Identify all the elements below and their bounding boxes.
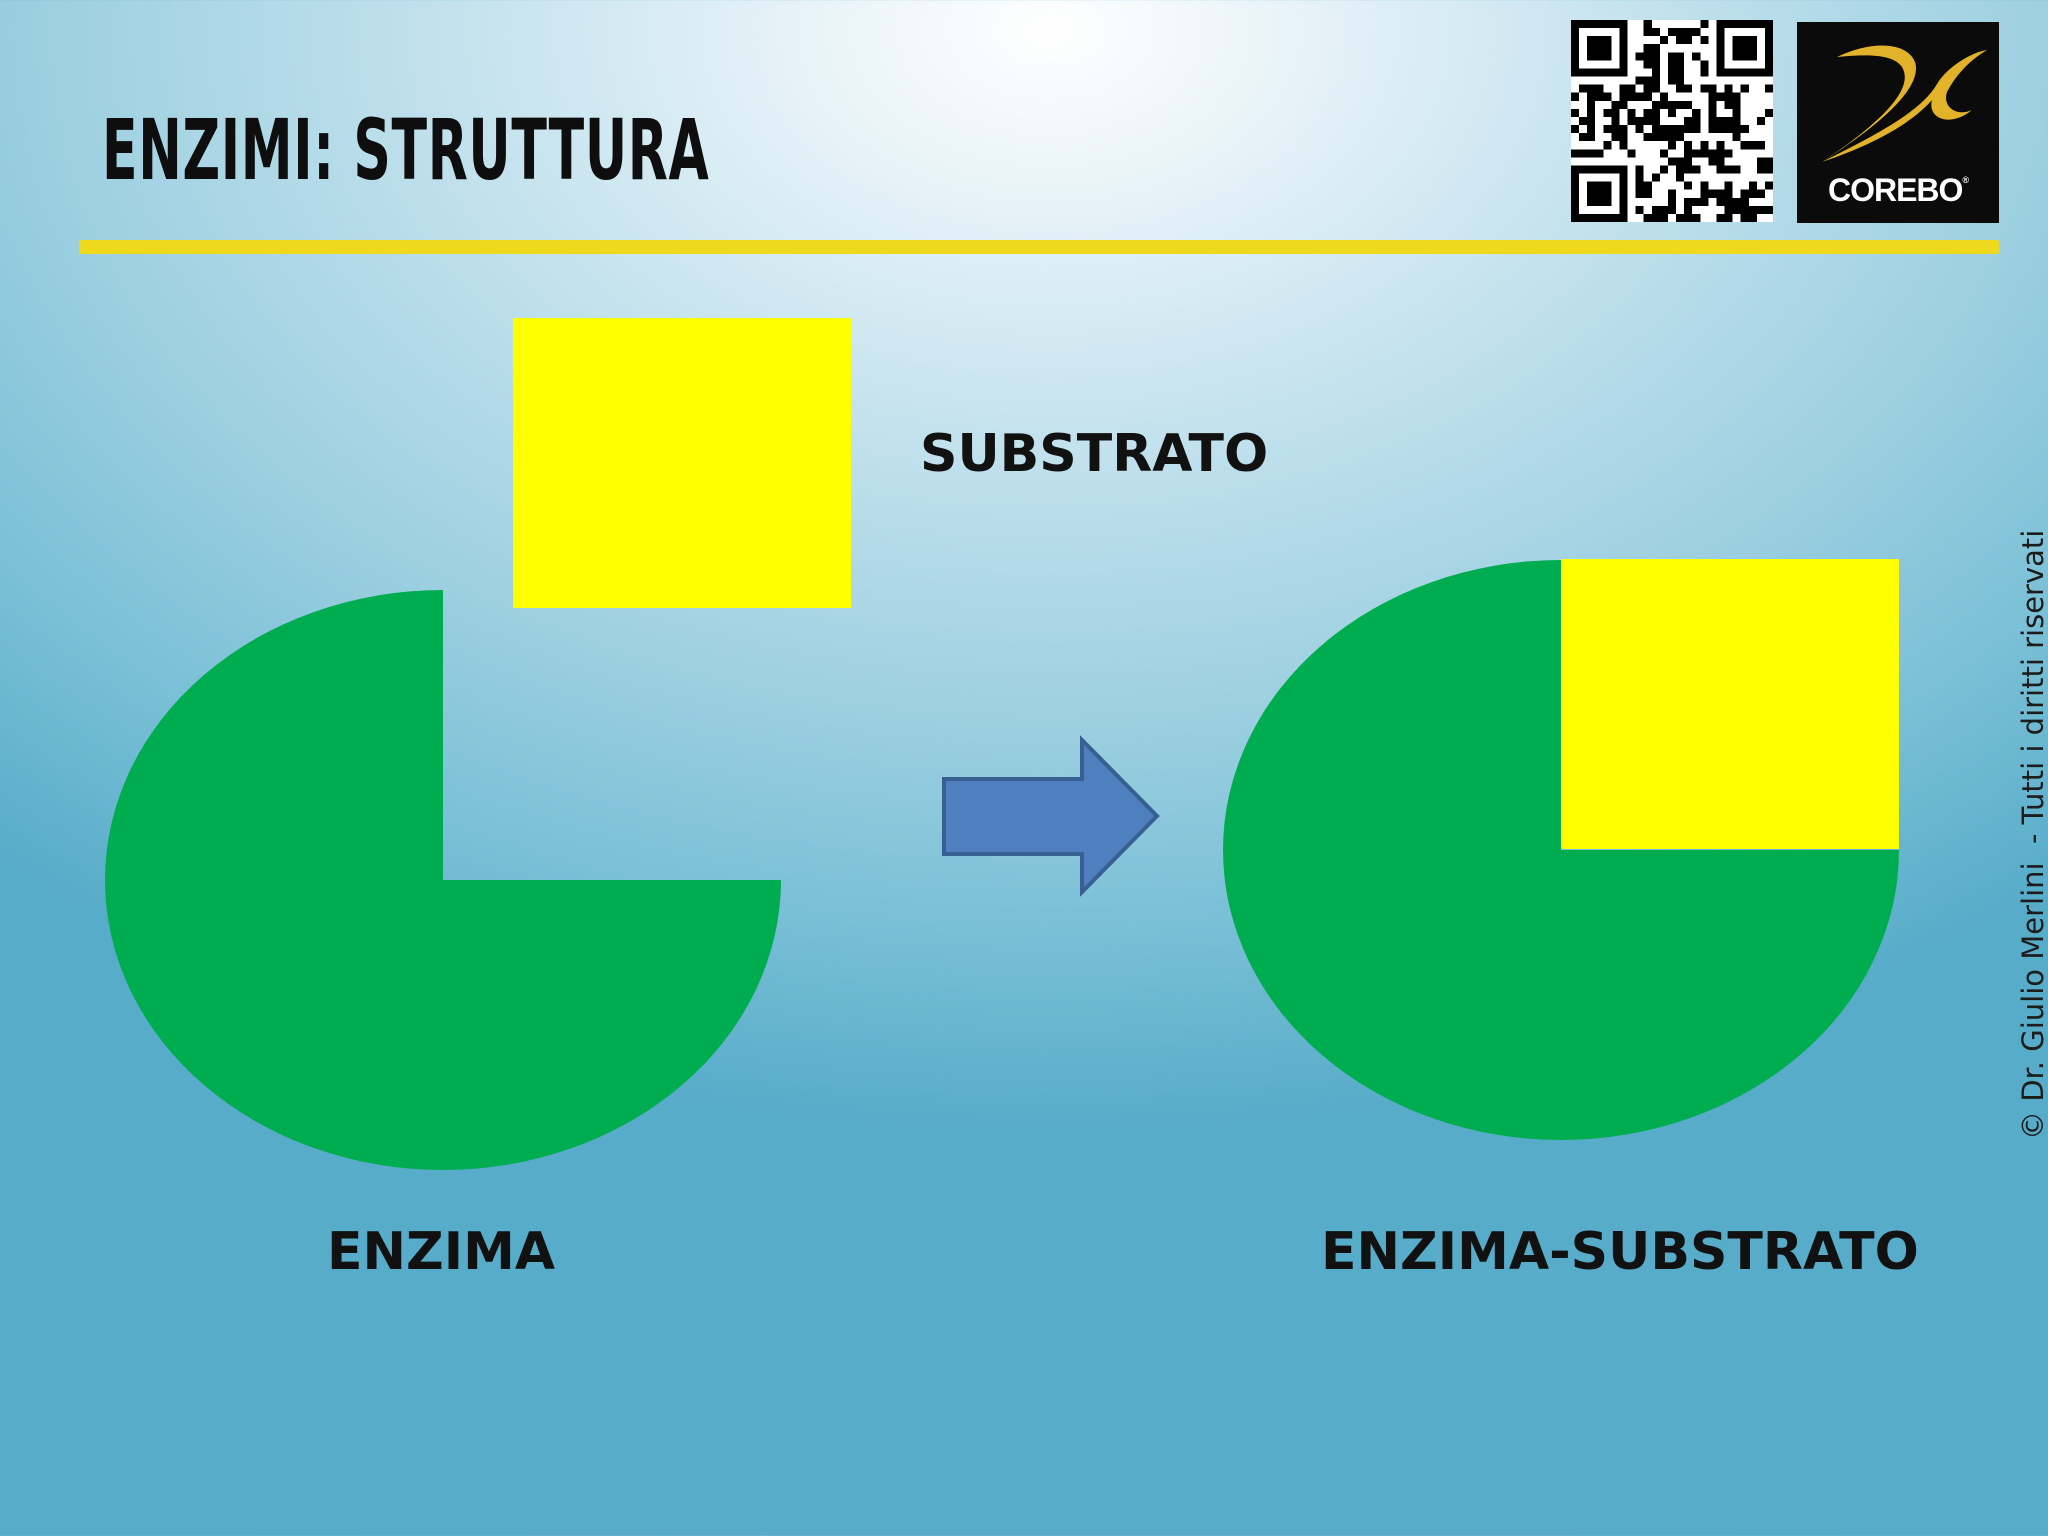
corebo-emblem-icon [1822,45,1987,163]
complex-label: ENZIMA-SUBSTRATO [1321,1222,1919,1282]
arrow-right-icon [942,735,1160,897]
slide-title: ENZIMI: STRUTTURA [102,101,710,199]
complex-substrate-shape [1561,559,1899,849]
corebo-logo[interactable]: COREBO® [1797,22,1999,223]
enzyme-label: ENZIMA [327,1222,556,1282]
substrate-label: SUBSTRATO [920,424,1269,484]
complex-enzyme-shape [1223,560,1899,1140]
qr-code[interactable] [1571,20,1773,222]
copyright-notice: © Dr. Giulio Merlini - Tutti i diritti r… [2016,529,2048,1140]
enzyme-shape [105,590,781,1170]
substrate-shape [513,318,851,608]
corebo-wordmark: COREBO® [1827,172,1969,208]
title-underline-rule [79,240,1999,254]
qr-code-icon [1571,20,1773,222]
